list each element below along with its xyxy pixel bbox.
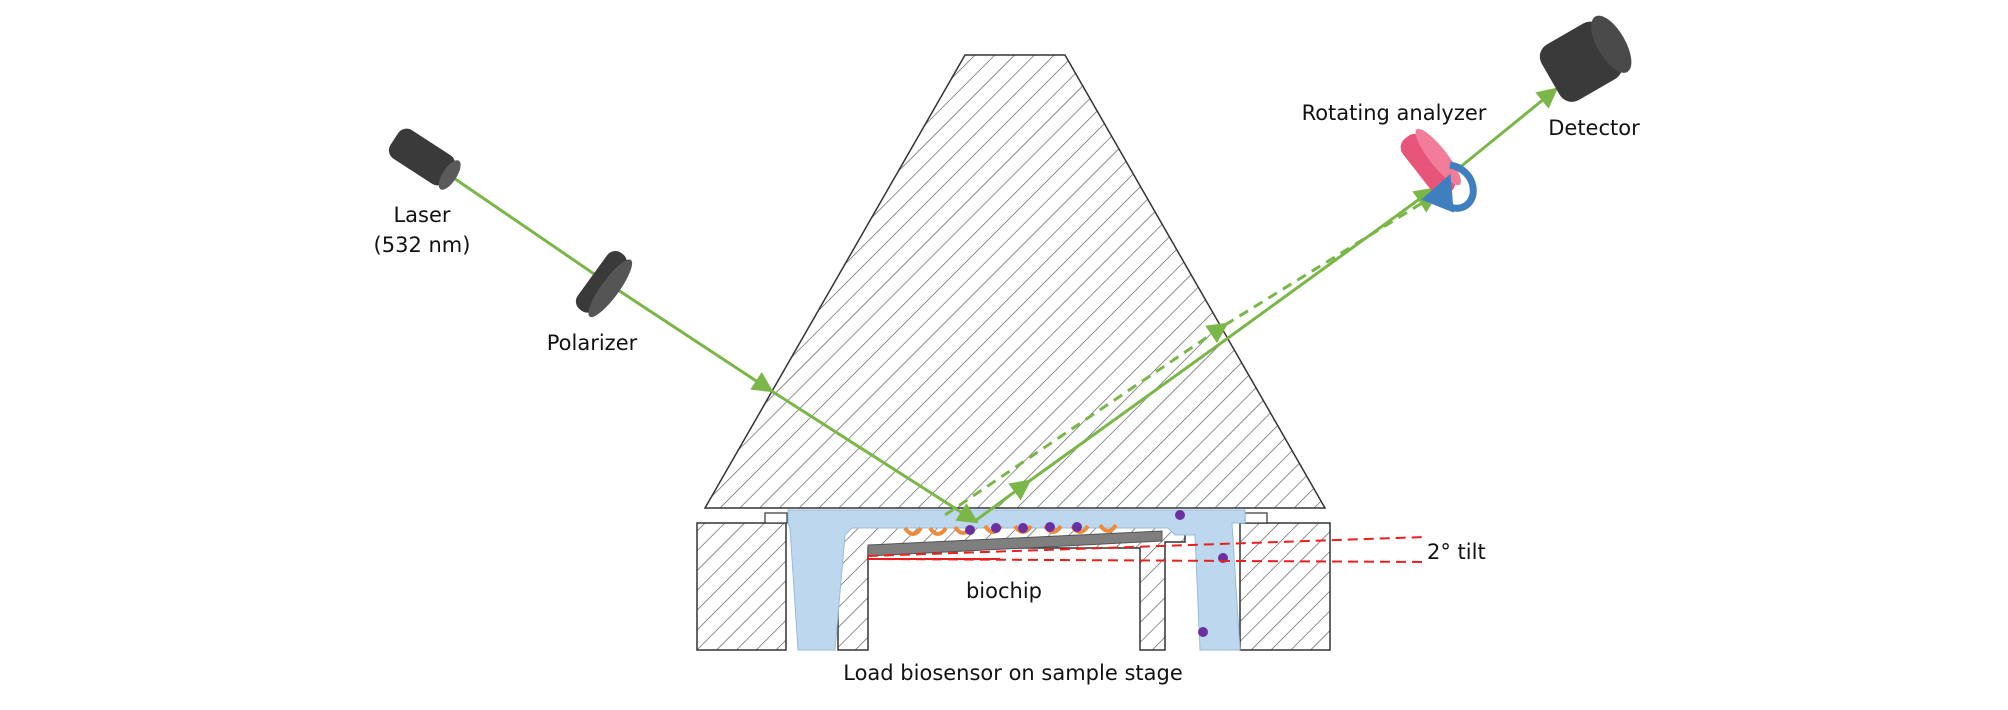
tilt-lines: [867, 536, 1426, 563]
prism: [703, 54, 1327, 509]
laser-icon: [388, 128, 461, 190]
detector-icon: [1539, 15, 1632, 102]
rotation-arrow-icon: [1421, 161, 1477, 213]
detector-label: Detector: [1548, 116, 1640, 140]
laser-wavelength-label: (532 nm): [374, 233, 471, 257]
caption: Load biosensor on sample stage: [843, 661, 1183, 685]
laser-label: Laser: [393, 203, 450, 227]
rotating-analyzer-icon: [1400, 128, 1477, 213]
biochip-label: biochip: [966, 579, 1042, 603]
reflected-beam-dashed: [944, 192, 1439, 517]
polarizer-icon: [575, 251, 633, 318]
analyte-molecules: [965, 510, 1228, 637]
polarizer-label: Polarizer: [547, 331, 638, 355]
fluid-channel: [787, 509, 1246, 651]
tilt-label: 2° tilt: [1427, 540, 1486, 564]
biochip-plate: [867, 530, 1163, 557]
rotating-analyzer-label: Rotating analyzer: [1302, 101, 1487, 125]
